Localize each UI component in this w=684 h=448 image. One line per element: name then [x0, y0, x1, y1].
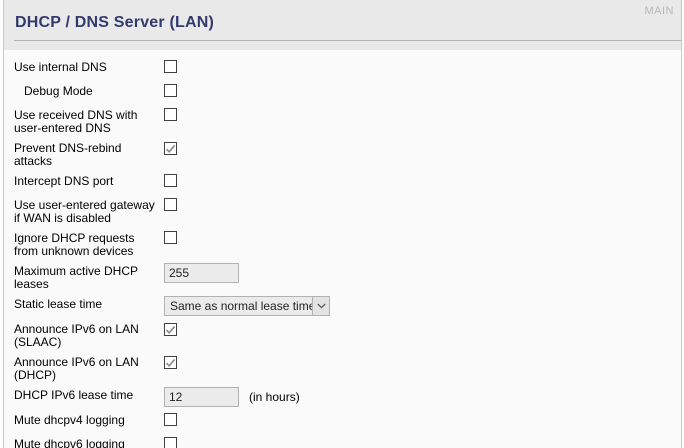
- select-value: Same as normal lease time: [170, 299, 312, 313]
- field-label: Announce IPv6 on LAN (SLAAC): [14, 322, 139, 349]
- form-row: Use internal DNS: [14, 60, 681, 78]
- main-section-label[interactable]: MAIN: [644, 5, 674, 17]
- field-label: Use user-entered gateway if WAN is disab…: [14, 198, 155, 225]
- max-dhcp-leases-input[interactable]: [164, 263, 239, 283]
- announce-ipv6-dhcp-checkbox[interactable]: [164, 356, 177, 369]
- field-label: Use received DNS with user-entered DNS: [14, 108, 138, 135]
- field-control: Same as normal lease time: [164, 296, 330, 316]
- check-icon: [165, 358, 176, 368]
- title-divider: [14, 40, 681, 41]
- announce-ipv6-slaac-checkbox[interactable]: [164, 323, 177, 336]
- field-suffix: (in hours): [249, 390, 300, 404]
- form-row: Use received DNS with user-entered DNS: [14, 108, 681, 135]
- form-row: Mute dhcpv4 logging: [14, 413, 681, 431]
- form-row: Mute dhcpv6 logging: [14, 437, 681, 448]
- field-control: [164, 413, 177, 431]
- dhcp-ipv6-lease-time-input[interactable]: [164, 387, 239, 407]
- field-label: DHCP IPv6 lease time: [14, 388, 134, 402]
- intercept-dns-port-checkbox[interactable]: [164, 174, 177, 187]
- form-row: Announce IPv6 on LAN (DHCP): [14, 355, 681, 382]
- use-user-gateway-checkbox[interactable]: [164, 198, 177, 211]
- field-label: Intercept DNS port: [14, 174, 114, 188]
- form-row: Static lease time Same as normal lease t…: [14, 296, 681, 316]
- check-icon: [165, 325, 176, 335]
- field-label: Mute dhcpv4 logging: [14, 413, 125, 427]
- debug-mode-checkbox[interactable]: [164, 84, 177, 97]
- page-title: DHCP / DNS Server (LAN): [15, 14, 215, 31]
- settings-panel: DHCP / DNS Server (LAN) MAIN Use interna…: [3, 0, 682, 448]
- field-label: Prevent DNS-rebind attacks: [14, 141, 122, 168]
- field-control: [164, 60, 177, 78]
- field-label: Maximum active DHCP leases: [14, 264, 138, 291]
- field-control: [164, 84, 177, 102]
- form-rows: Use internal DNS Debug Mode Use received…: [4, 50, 681, 448]
- field-label: Debug Mode: [24, 84, 93, 98]
- field-label: Ignore DHCP requests from unknown device…: [14, 231, 135, 258]
- field-control: [164, 198, 177, 216]
- mute-dhcpv6-logging-checkbox[interactable]: [164, 437, 177, 448]
- prevent-dns-rebind-checkbox[interactable]: [164, 142, 177, 155]
- chevron-down-icon: [312, 297, 329, 315]
- ignore-unknown-dhcp-checkbox[interactable]: [164, 231, 177, 244]
- field-control: [164, 108, 177, 126]
- form-row: Maximum active DHCP leases: [14, 263, 681, 291]
- field-control: [164, 174, 177, 192]
- field-control: [164, 141, 177, 159]
- form-row: DHCP IPv6 lease time (in hours): [14, 387, 681, 407]
- panel-header: DHCP / DNS Server (LAN) MAIN: [4, 0, 681, 50]
- form-row: Use user-entered gateway if WAN is disab…: [14, 198, 681, 225]
- field-control: [164, 437, 177, 448]
- field-label: Use internal DNS: [14, 60, 107, 74]
- field-control: [164, 231, 177, 249]
- field-label: Static lease time: [14, 297, 103, 311]
- form-row: Announce IPv6 on LAN (SLAAC): [14, 322, 681, 349]
- form-row: Intercept DNS port: [14, 174, 681, 192]
- field-control: [164, 355, 177, 373]
- field-label: Mute dhcpv6 logging: [14, 437, 125, 448]
- use-received-dns-checkbox[interactable]: [164, 108, 177, 121]
- static-lease-time-select[interactable]: Same as normal lease time: [164, 296, 330, 316]
- field-control: [164, 322, 177, 340]
- field-control: [164, 263, 239, 283]
- use-internal-dns-checkbox[interactable]: [164, 60, 177, 73]
- form-row: Prevent DNS-rebind attacks: [14, 141, 681, 168]
- mute-dhcpv4-logging-checkbox[interactable]: [164, 413, 177, 426]
- field-label: Announce IPv6 on LAN (DHCP): [14, 355, 139, 382]
- check-icon: [165, 144, 176, 154]
- form-row: Ignore DHCP requests from unknown device…: [14, 231, 681, 258]
- field-control: (in hours): [164, 387, 300, 407]
- form-row: Debug Mode: [14, 84, 681, 102]
